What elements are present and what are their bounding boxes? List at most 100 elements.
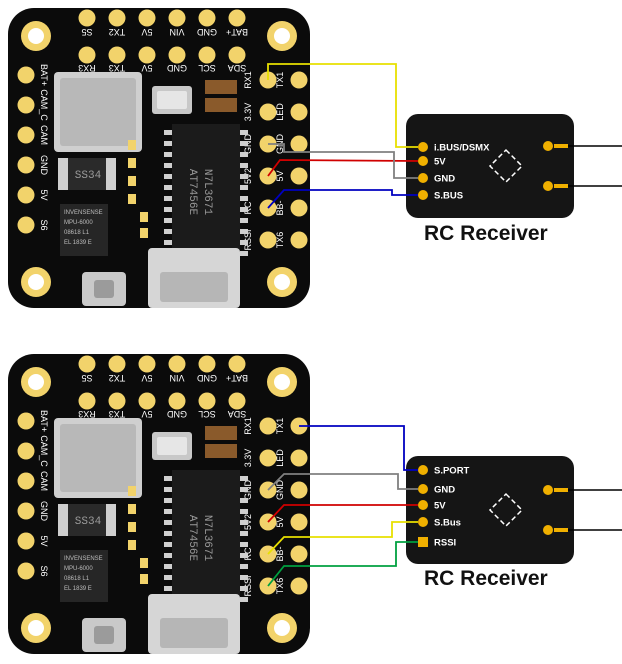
pad-right-outer bbox=[290, 199, 308, 217]
pad-left bbox=[17, 562, 35, 580]
pad-left bbox=[17, 186, 35, 204]
wire-sbus bbox=[267, 521, 418, 555]
smd-pad bbox=[140, 228, 148, 238]
pad-label-top-inner: GND bbox=[167, 409, 188, 419]
crystal-top bbox=[157, 91, 187, 109]
imu-label: EL 1839 E bbox=[64, 586, 92, 592]
chip-leg bbox=[238, 597, 248, 602]
smd-pad bbox=[128, 158, 136, 168]
wire-gnd bbox=[267, 473, 418, 491]
inductor-top bbox=[60, 78, 136, 146]
pad-right-outer bbox=[290, 577, 308, 595]
receiver-pin-pad bbox=[418, 517, 428, 527]
chip-leg bbox=[238, 575, 248, 580]
osd-chip-label-1: AT7456E bbox=[186, 515, 198, 562]
crystal-top bbox=[157, 437, 187, 455]
mounting-hole-center bbox=[28, 28, 44, 44]
pad-top-inner bbox=[78, 392, 96, 410]
antenna-pad bbox=[543, 181, 553, 191]
imu-chip bbox=[60, 204, 108, 256]
chip-leg bbox=[238, 251, 248, 256]
pad-right-outer bbox=[290, 481, 308, 499]
pad-right-outer bbox=[290, 135, 308, 153]
imu-label: 08618 L1 bbox=[64, 576, 90, 582]
receiver-pin-pad bbox=[418, 156, 428, 166]
pad-label-top-inner: SDA bbox=[228, 409, 247, 419]
pad-label-left: CAM_C bbox=[39, 89, 49, 121]
wire-gnd bbox=[268, 143, 418, 179]
receiver-indicator bbox=[488, 148, 524, 184]
receiver-pin-pad bbox=[418, 500, 428, 510]
pad-label-right-outer: LED bbox=[275, 449, 285, 467]
pad-top-inner bbox=[228, 392, 246, 410]
chip-leg bbox=[164, 509, 174, 514]
pad-label-left: BAT+ bbox=[39, 410, 49, 432]
diode bbox=[58, 504, 116, 536]
pad-right-outer bbox=[290, 545, 308, 563]
smd-pad bbox=[128, 176, 136, 186]
smd-pad bbox=[128, 486, 136, 496]
pad-label-top-inner: TX3 bbox=[109, 63, 126, 73]
pad-label-left: CAM bbox=[39, 471, 49, 491]
diode-lead bbox=[58, 158, 68, 190]
chip-leg bbox=[164, 229, 174, 234]
pad-label-left: GND bbox=[39, 155, 49, 176]
pad-top-inner bbox=[168, 46, 186, 64]
pad-label-top-inner: RX3 bbox=[78, 409, 96, 419]
capacitor bbox=[205, 80, 237, 94]
pad-label-right-outer: BB- bbox=[275, 546, 285, 561]
chip-leg bbox=[164, 553, 174, 558]
pad-right-outer bbox=[290, 231, 308, 249]
mounting-hole-center bbox=[274, 374, 290, 390]
pad-right-inner bbox=[259, 449, 277, 467]
chip-leg bbox=[238, 185, 248, 190]
pad-top-outer bbox=[108, 9, 126, 27]
pad-top-inner bbox=[198, 392, 216, 410]
pad-left bbox=[17, 502, 35, 520]
pad-label-top-inner: 5V bbox=[141, 63, 152, 73]
chip-leg bbox=[238, 520, 248, 525]
pad-label-right-outer: TX1 bbox=[275, 418, 285, 435]
pad-label-top-outer: GND bbox=[197, 373, 218, 383]
pad-top-outer bbox=[168, 355, 186, 373]
imu-label: INVENSENSE bbox=[64, 210, 103, 216]
chip-leg bbox=[164, 207, 174, 212]
mounting-hole-center bbox=[274, 620, 290, 636]
pad-right-outer bbox=[290, 513, 308, 531]
pad-left bbox=[17, 532, 35, 550]
pad-label-top-outer: TX2 bbox=[109, 373, 126, 383]
diode bbox=[58, 158, 116, 190]
pad-label-left: 5V bbox=[39, 189, 49, 200]
chip-leg bbox=[238, 196, 248, 201]
pad-label-top-outer: S5 bbox=[81, 373, 92, 383]
chip-leg bbox=[238, 487, 248, 492]
pad-top-outer bbox=[198, 355, 216, 373]
pad-top-inner bbox=[138, 392, 156, 410]
chip-leg bbox=[164, 130, 174, 135]
pad-left bbox=[17, 442, 35, 460]
pad-top-inner bbox=[108, 46, 126, 64]
pad-top-outer bbox=[78, 9, 96, 27]
receiver-pin-label: 5V bbox=[434, 157, 446, 168]
receiver-pin-pad bbox=[418, 173, 428, 183]
receiver-indicator bbox=[488, 492, 524, 528]
chip-leg bbox=[238, 229, 248, 234]
pad-top-outer bbox=[138, 9, 156, 27]
chip-leg bbox=[238, 207, 248, 212]
chip-leg bbox=[164, 542, 174, 547]
diode-lead bbox=[106, 504, 116, 536]
flight-controller-board-2: S5RX3TX2TX35V5VVINGNDGNDSCLBAT+SDABAT+CA… bbox=[8, 354, 310, 654]
pad-label-top-outer: GND bbox=[197, 27, 218, 37]
receiver-pin-pad bbox=[418, 190, 428, 200]
chip-leg bbox=[164, 163, 174, 168]
wire-sport bbox=[299, 425, 418, 471]
pad-right-inner bbox=[259, 417, 277, 435]
pad-left bbox=[17, 156, 35, 174]
pad-label-right-outer: 5V bbox=[275, 516, 285, 527]
chip-leg bbox=[164, 520, 174, 525]
pad-label-left: S6 bbox=[39, 565, 49, 576]
pad-label-right-outer: TX1 bbox=[275, 72, 285, 89]
boot-button-cap bbox=[94, 626, 114, 644]
wire-5v bbox=[267, 504, 418, 523]
